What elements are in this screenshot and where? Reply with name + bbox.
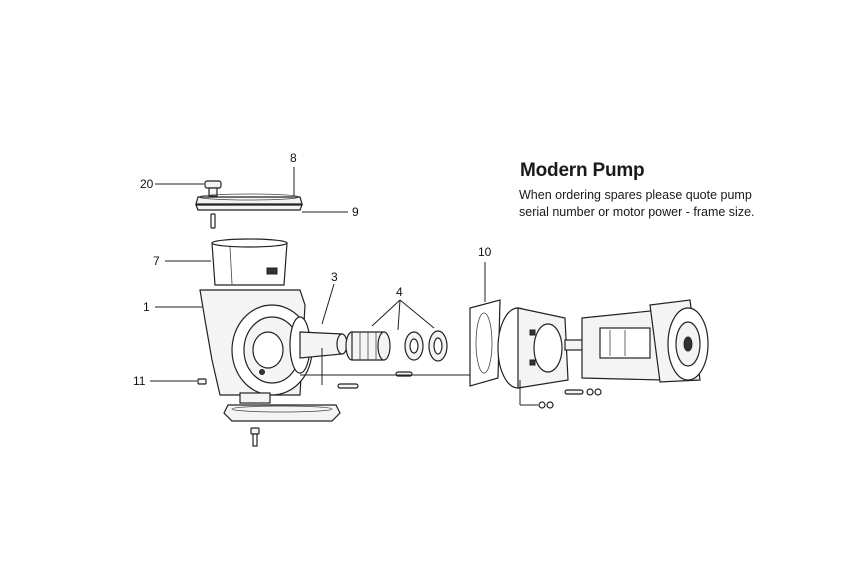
drain-plug [197, 378, 207, 385]
casing-gasket [469, 299, 501, 387]
ordering-note-line-1: When ordering spares please quote pump [519, 188, 752, 202]
callout-labels: 20 8 9 7 1 3 4 10 11 [133, 151, 492, 388]
lid-o-ring [195, 204, 303, 229]
callout-7: 7 [153, 254, 160, 268]
impeller-key [337, 383, 359, 389]
mechanical-seal [345, 330, 448, 362]
ordering-note: When ordering spares please quote pump s… [519, 187, 755, 221]
impeller [289, 316, 348, 374]
motor [564, 299, 709, 383]
callout-1: 1 [143, 300, 150, 314]
leader-lines [150, 167, 538, 406]
bracket-bolts [538, 388, 602, 409]
page-title: Modern Pump [520, 160, 645, 181]
callout-9: 9 [352, 205, 359, 219]
strainer-basket [211, 238, 288, 286]
lid [195, 193, 303, 205]
callout-10: 10 [478, 245, 492, 259]
callout-20: 11 [133, 374, 146, 388]
ordering-note-line-2: serial number or motor power - frame siz… [519, 205, 755, 219]
adapter-bracket [497, 307, 569, 389]
lid-knob [204, 180, 222, 197]
callout-11: 20 [140, 177, 154, 191]
callout-3: 3 [331, 270, 338, 284]
callout-4: 4 [396, 285, 403, 299]
callout-8: 8 [290, 151, 297, 165]
base-bolt [250, 427, 260, 447]
base-foot [223, 404, 341, 422]
